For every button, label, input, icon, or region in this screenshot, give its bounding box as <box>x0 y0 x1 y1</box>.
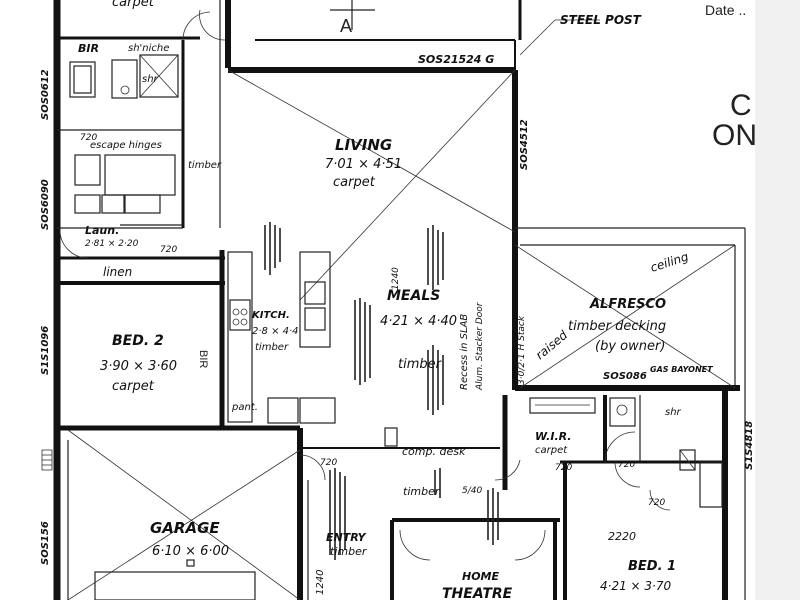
entry-finish: timber <box>330 545 368 558</box>
top-wall-code: SOS21524 G <box>418 53 494 66</box>
living-dims: 7·01 × 4·51 <box>325 157 402 172</box>
wall-code-left-bottom: SOS156 <box>40 521 51 565</box>
hall-timber-label: timber <box>188 160 222 171</box>
garage-name: GARAGE <box>150 519 220 537</box>
wall-code-right-post: SOS4512 <box>519 119 530 170</box>
left-wall-ticks <box>41 449 53 471</box>
wall-code-left-low: S1S1096 <box>40 326 51 375</box>
comp-desk-label: comp. desk <box>402 445 466 458</box>
meals-dims: 4·21 × 4·40 <box>380 314 457 329</box>
gas-bayonet-label: GAS BAYONET <box>650 365 713 374</box>
section-letter: A <box>340 16 352 36</box>
glazing-hatching <box>264 222 499 560</box>
bir-side-label: BIR <box>197 350 209 368</box>
kitchen-finish: timber <box>255 342 289 353</box>
ensuite-fixtures <box>529 397 723 511</box>
logo-letter-on: ON <box>712 119 757 152</box>
ratio-label: 5/40 <box>462 486 482 496</box>
steel-post-leader <box>519 19 600 56</box>
dim-720-a: 720 <box>80 133 97 143</box>
dim-1240: 1240 <box>315 570 326 595</box>
wir-name: W.I.R. <box>535 430 571 443</box>
garage-fixture <box>186 559 195 567</box>
bed2-name: BED. 2 <box>112 333 164 349</box>
alfresco-wall-code: SOS086 <box>603 371 647 382</box>
laundry-dims: 2·81 × 2·20 <box>85 239 139 249</box>
structural-walls <box>53 0 746 600</box>
alfresco-line2: (by owner) <box>595 339 665 354</box>
dim-720-c: 720 <box>555 463 572 473</box>
bed2-finish: carpet <box>112 379 155 394</box>
alfresco-raised: raised <box>533 328 571 363</box>
entry-name: ENTRY <box>326 531 367 544</box>
bathroom-fixtures <box>57 11 211 259</box>
stacker-size-label: 3·0/2·1 H Stack <box>517 315 527 385</box>
stacker-door-label: Alum. Stacker Door <box>475 301 485 391</box>
scan-margin <box>755 0 800 600</box>
dim-2220: 2220 <box>608 530 636 543</box>
dim-720-f: 720 <box>320 458 337 468</box>
meals-finish: timber <box>398 357 443 372</box>
bed1-dims: 4·21 × 3·70 <box>600 579 671 593</box>
room-diagonals <box>67 69 736 600</box>
shr-label: shr <box>142 74 159 85</box>
dim-720-b: 720 <box>160 245 177 255</box>
alfresco-name: ALFRESCO <box>589 297 666 312</box>
dim-1240-b: 1240 <box>391 267 401 290</box>
garage-dims: 6·10 × 6·00 <box>152 544 229 559</box>
dim-720-d: 720 <box>618 460 635 470</box>
top-carpet-label: carpet <box>112 0 155 10</box>
wir-finish: carpet <box>535 445 568 456</box>
escape-hinges-label: escape hinges <box>90 140 162 151</box>
living-finish: carpet <box>333 175 376 190</box>
alfresco-line1: timber decking <box>568 319 666 334</box>
garage-door <box>94 571 256 600</box>
linen-label: linen <box>103 265 132 279</box>
wall-code-left-mid: SOS6090 <box>40 179 51 230</box>
theatre-name2: THEATRE <box>442 586 513 600</box>
alfresco-ceiling: ceiling <box>649 249 691 275</box>
meals-name: MEALS <box>387 288 440 304</box>
logo-letter-c: C <box>730 89 752 122</box>
bed1-name: BED. 1 <box>628 559 676 574</box>
section-marker <box>330 0 375 30</box>
ensuite-shr-label: shr <box>665 407 682 418</box>
wall-code-left-top: SOS0612 <box>40 69 51 120</box>
laundry-name: Laun. <box>85 224 119 237</box>
kitchen-name: KITCH. <box>252 310 290 321</box>
hall-timber2-label: timber <box>403 485 441 498</box>
steel-post-label: STEEL POST <box>560 13 642 27</box>
door-swings <box>199 9 546 561</box>
dim-720-e: 720 <box>648 498 665 508</box>
bir-top-label: BIR <box>78 42 99 55</box>
date-label: Date .. <box>705 2 746 18</box>
kitchen-dims: 2·8 × 4·4 <box>252 326 299 337</box>
bed2-dims: 3·90 × 3·60 <box>100 359 177 374</box>
living-name: LIVING <box>335 136 392 154</box>
wall-code-right-mid: S1S4818 <box>744 421 755 470</box>
recess-label: Recess in SLAB <box>459 314 470 390</box>
pantry-label: pant. <box>231 402 258 413</box>
kitchen-fixtures <box>227 251 398 447</box>
theatre-name: HOME <box>462 570 500 583</box>
shr-niche-label: sh'niche <box>128 43 169 54</box>
